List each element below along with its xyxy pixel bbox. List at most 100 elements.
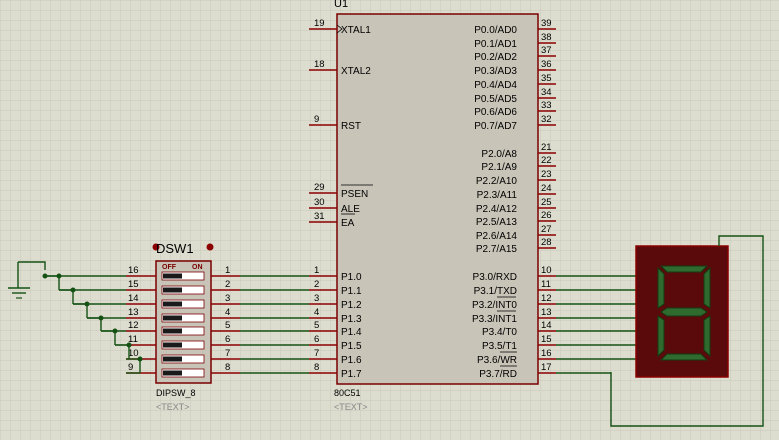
u1-pin-p1-1[interactable]: 2P1.1: [309, 279, 362, 297]
seven-segment-display[interactable]: 8: [0, 0, 764, 427]
pin-number: 6: [225, 334, 230, 345]
dsw1-left-pin: 12: [126, 320, 156, 332]
pin-number: 15: [541, 334, 552, 345]
pin-number: 4: [314, 307, 319, 318]
pin-label: RST: [341, 121, 361, 132]
dsw1-right-pin: 5: [211, 320, 240, 332]
pin-label: P0.3/AD3: [474, 66, 517, 77]
pin-number: 15: [128, 279, 139, 290]
pin-number: 17: [541, 362, 552, 373]
segment-g: [660, 307, 708, 317]
dip-switch-3[interactable]: [161, 299, 205, 309]
dip-switch-1[interactable]: [161, 271, 205, 281]
u1-microcontroller[interactable]: U1 19XTAL118XTAL29RST29PSEN30ALE31EA1P1.…: [309, 0, 556, 412]
pin-label: P1.3: [341, 314, 362, 325]
dsw1-right-pin: 8: [211, 362, 240, 374]
pin-number: 11: [128, 334, 138, 345]
dsw1-right-marker-dot: [206, 243, 214, 251]
u1-pin-p1-7[interactable]: 8P1.7: [309, 362, 362, 380]
u1-pin-p1-6[interactable]: 7P1.6: [309, 348, 362, 366]
dip-switch-2[interactable]: [161, 285, 205, 295]
pin-number: 9: [128, 362, 133, 373]
pin-label: XTAL2: [341, 66, 371, 77]
pin-number: 22: [541, 155, 552, 166]
pin-label: P0.1/AD1: [474, 39, 517, 50]
pin-number: 24: [541, 183, 552, 194]
dip-switch-6[interactable]: [161, 340, 205, 350]
pin-number: 2: [225, 279, 230, 290]
u1-pin-p1-5[interactable]: 6P1.5: [309, 334, 362, 352]
u1-pin-p1-4[interactable]: 5P1.4: [309, 320, 362, 338]
pin-number: 9: [314, 114, 319, 125]
pin-number: 28: [541, 237, 552, 248]
pin-number: 34: [541, 87, 552, 98]
pin-number: 8: [225, 362, 230, 373]
dsw1-left-pin: 14: [126, 293, 156, 305]
pin-number: 36: [541, 59, 552, 70]
pin-number: 4: [225, 307, 230, 318]
dsw1-switches[interactable]: [161, 271, 205, 378]
pin-label: P3.5/T1: [482, 341, 517, 352]
dip-switch-5[interactable]: [161, 326, 205, 336]
dip-switch-8[interactable]: [161, 368, 205, 378]
u1-pin-p1-0[interactable]: 1P1.0: [309, 265, 362, 283]
junction-dot: [56, 273, 62, 279]
wire-junctions: [42, 273, 143, 362]
dip-switch-4[interactable]: [161, 313, 205, 323]
u1-pin-p1-3[interactable]: 4P1.3: [309, 307, 362, 325]
u1-part-label: 80C51: [334, 388, 361, 398]
dsw1-reference-label: DSW1: [156, 241, 194, 256]
dsw1-part-label: DIPSW_8: [156, 388, 196, 398]
pin-label: P2.0/A8: [481, 149, 517, 160]
pin-number: 21: [541, 142, 552, 153]
pin-label: P3.2/INT0: [472, 300, 517, 311]
pin-number: 26: [541, 210, 552, 221]
dsw1-left-pin: 16: [126, 265, 156, 277]
pin-label: P0.6/AD6: [474, 107, 517, 118]
dip-switch-7[interactable]: [161, 354, 205, 364]
pin-label: XTAL1: [341, 25, 371, 36]
segment-c: [703, 315, 711, 358]
display-common-wire: [610, 235, 764, 427]
u1-body[interactable]: [336, 13, 539, 385]
pin-label: P3.6/WR: [477, 355, 517, 366]
u1-pin-p1-2[interactable]: 3P1.2: [309, 293, 362, 311]
ground-wire: [18, 261, 46, 270]
pin-label: P2.5/A13: [476, 217, 518, 228]
pin-label: P3.7/RD: [479, 369, 517, 380]
